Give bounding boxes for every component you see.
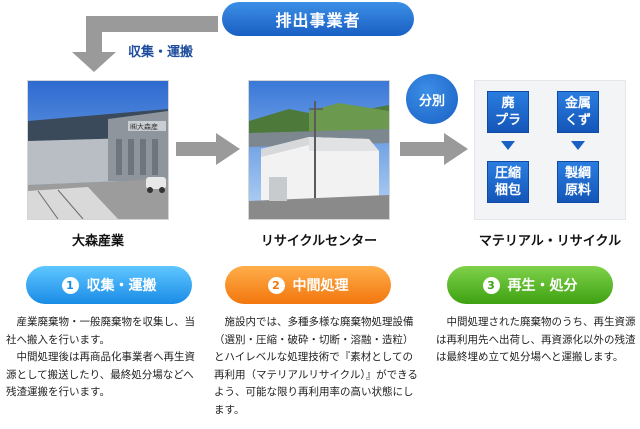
source-label: 排出事業者: [275, 11, 361, 30]
step-number: 1: [61, 276, 79, 294]
step-title: 再生・処分: [507, 278, 578, 294]
facility-photo-recycle-center: [248, 80, 390, 220]
facility-label-recycle-center: リサイクルセンター: [260, 234, 378, 249]
facility-label-omori: 大森産業: [71, 234, 124, 249]
description-paragraph: 施設内では、多種多様な廃棄物処理設備（選別・圧縮・破砕・切断・溶融・造粒）とハイ…: [214, 316, 418, 416]
material-waste-plastic: 廃 プラ: [487, 91, 529, 133]
material-scrap-metal: 金属 くず: [557, 91, 599, 133]
material-compress-pack: 圧縮 梱包: [487, 161, 529, 203]
source-pill: 排出事業者: [222, 2, 414, 36]
step-number: 3: [482, 276, 500, 294]
description-paragraph: 産業廃棄物・一般廃棄物を収集し、当社へ搬入を行います。: [6, 316, 195, 346]
step-description-intermediate: 施設内では、多種多様な廃棄物処理設備（選別・圧縮・破砕・切断・溶融・造粒）とハイ…: [214, 314, 420, 419]
down-arrow-icon: [571, 141, 585, 150]
step-title: 収集・運搬: [86, 278, 157, 294]
separation-label: 分別: [418, 93, 445, 109]
step-pill-collect: 1 収集・運搬: [26, 266, 192, 304]
step-pill-recycle-dispose: 3 再生・処分: [447, 266, 613, 304]
material-steel-raw: 製綱 原料: [557, 161, 599, 203]
material-panel: 廃 プラ 圧縮 梱包 金属 くず 製綱 原料: [474, 80, 626, 220]
step-description-recycle-dispose: 中間処理された廃棄物のうち、再生資源は再利用先へ出荷し、再資源化以外の残渣は最終…: [436, 314, 636, 367]
facility-label-material-recycle: マテリアル・リサイクル: [478, 234, 622, 249]
flow-arrow-2: [400, 133, 468, 165]
building-sign: ㈱大森産: [130, 122, 158, 131]
step-description-collect: 産業廃棄物・一般廃棄物を収集し、当社へ搬入を行います。 中間処理後は再商品化事業…: [6, 314, 196, 402]
flow-arrow-1: [176, 133, 240, 165]
step-title: 中間処理: [292, 278, 349, 294]
description-paragraph: 中間処理された廃棄物のうち、再生資源は再利用先へ出荷し、再資源化以外の残渣は最終…: [436, 316, 636, 363]
step-number: 2: [267, 276, 285, 294]
separation-bubble: 分別: [406, 74, 458, 124]
transport-arrow: [72, 16, 218, 72]
description-paragraph: 中間処理後は再商品化事業者へ再生資源として搬送したり、最終処分場などへ残渣運搬を…: [6, 351, 195, 398]
step-pill-intermediate: 2 中間処理: [225, 266, 391, 304]
transport-label: 収集・運搬: [128, 45, 194, 60]
facility-photo-omori: ㈱大森産: [27, 80, 169, 220]
down-arrow-icon: [501, 141, 515, 150]
